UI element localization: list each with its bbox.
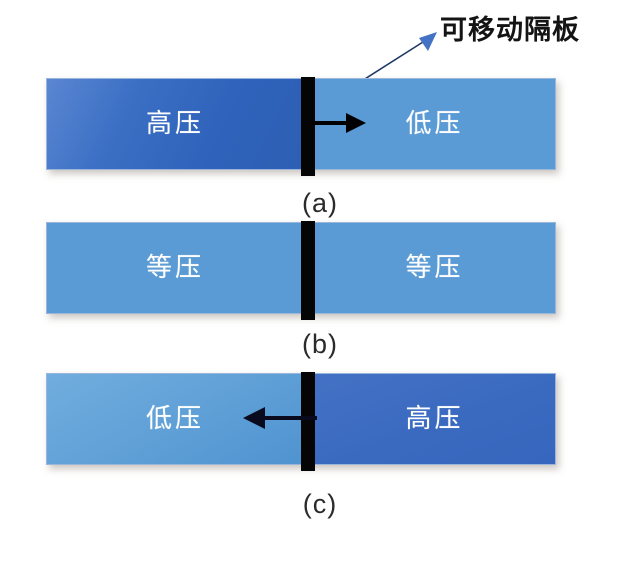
row-b-left-chamber: 等压 <box>46 222 303 314</box>
diagram-row-a: 高压 低压 <box>46 77 556 176</box>
row-a-right-label: 低压 <box>405 109 464 139</box>
caption-c: (c) <box>302 489 338 519</box>
caption-b: (b) <box>302 329 338 359</box>
row-a-left-chamber: 高压 <box>46 78 303 170</box>
row-b-left-label: 等压 <box>145 253 204 283</box>
row-c-left-chamber: 低压 <box>46 373 303 465</box>
callout-label: 可移动隔板 <box>440 15 580 46</box>
diagram-row-b: 等压 等压 <box>46 221 556 320</box>
row-a-left-label: 高压 <box>145 109 204 139</box>
row-a-right-chamber: 低压 <box>314 78 556 170</box>
movable-partition <box>301 372 315 471</box>
row-c-left-label: 低压 <box>145 404 204 434</box>
row-c-right-label: 高压 <box>405 404 464 434</box>
row-b-right-chamber: 等压 <box>314 222 556 314</box>
caption-a: (a) <box>302 188 338 218</box>
movable-partition <box>301 221 315 320</box>
diagram-row-c: 低压 高压 <box>46 372 556 471</box>
row-c-right-chamber: 高压 <box>314 373 556 465</box>
movable-partition <box>301 77 315 176</box>
row-b-right-label: 等压 <box>405 253 464 283</box>
